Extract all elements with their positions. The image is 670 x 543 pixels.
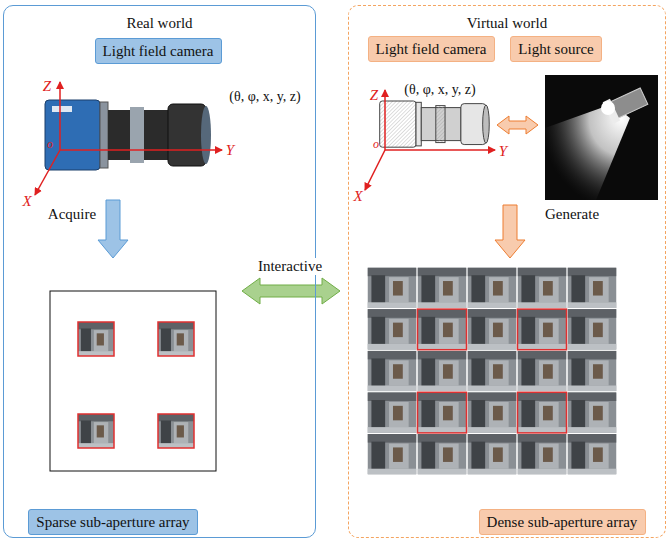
device-box: Light source	[510, 36, 602, 62]
sub-aperture-image	[568, 392, 617, 433]
sub-aperture-image	[568, 351, 617, 392]
axis-label: X	[22, 193, 31, 210]
view-highlight	[158, 414, 194, 448]
world-panel: Virtual worldLight field camera Light sou…	[348, 5, 666, 538]
coupling-arrow	[497, 116, 538, 134]
z-axis	[59, 82, 61, 150]
view-highlight	[78, 414, 114, 448]
box-label: Sparse sub-aperture array	[36, 513, 189, 531]
array-caption-box: Dense sub-aperture array	[479, 509, 646, 535]
sub-aperture-image	[418, 434, 467, 475]
sub-aperture-image	[568, 268, 617, 309]
sub-aperture-image	[78, 414, 114, 448]
sub-aperture-image	[468, 351, 517, 392]
z-axis	[384, 90, 386, 150]
flow-arrow	[98, 200, 128, 258]
device-box: Light field camera	[95, 38, 222, 64]
view-highlight	[78, 322, 114, 356]
y-axis	[60, 149, 222, 151]
pose-parameters: (θ, φ, x, y, z)	[404, 81, 475, 98]
axis-label: Z	[370, 87, 378, 104]
box-label: Light field camera	[103, 42, 214, 60]
pose-parameters: (θ, φ, x, y, z)	[229, 88, 300, 105]
array-caption-box: Sparse sub-aperture array	[28, 509, 198, 535]
axis-label: Z	[43, 78, 51, 95]
lamp-glow	[601, 101, 615, 115]
lens-hood	[168, 104, 206, 166]
origin-label: o	[47, 136, 53, 153]
sub-aperture-image	[518, 309, 567, 350]
sub-aperture-image	[418, 309, 467, 350]
flow-arrow	[495, 205, 525, 258]
sub-aperture-image	[468, 434, 517, 475]
box-label: Light source	[518, 40, 593, 58]
camera-front-plate	[416, 102, 421, 146]
sub-aperture-image	[368, 392, 417, 433]
coordinate-axes	[35, 82, 222, 195]
focus-ring	[436, 106, 445, 143]
sub-aperture-image	[468, 392, 517, 433]
coordinate-axes	[365, 90, 495, 190]
focus-ring	[130, 107, 144, 163]
sub-aperture-image	[418, 392, 467, 433]
array-frame	[50, 291, 216, 471]
process-label: Generate	[545, 206, 599, 223]
sub-aperture-image	[368, 351, 417, 392]
sub-aperture-image	[518, 392, 567, 433]
sub-aperture-image	[518, 351, 567, 392]
axis-label: Y	[499, 143, 507, 160]
sub-aperture-image	[468, 268, 517, 309]
camera-front-plate	[100, 102, 108, 168]
camera-model	[380, 101, 490, 147]
axis-label: X	[353, 188, 362, 205]
sub-aperture-image	[418, 351, 467, 392]
process-label: Interactive	[255, 258, 325, 275]
view-highlight	[518, 392, 567, 433]
x-axis	[35, 150, 60, 195]
camera-photo	[45, 100, 211, 170]
light-source-photo	[545, 75, 658, 200]
photo-background	[545, 75, 658, 200]
sub-aperture-image	[368, 268, 417, 309]
view-highlight	[418, 392, 467, 433]
interaction-arrow	[242, 278, 340, 304]
sub-aperture-image	[518, 434, 567, 475]
box-label: Dense sub-aperture array	[487, 513, 638, 531]
device-box: Light field camera	[368, 36, 495, 62]
process-label: Acquire	[48, 206, 96, 223]
sub-aperture-image	[368, 309, 417, 350]
y-axis	[385, 149, 495, 151]
sub-aperture-image	[78, 322, 114, 356]
view-highlight	[158, 322, 194, 356]
sub-aperture-image	[368, 434, 417, 475]
sub-aperture-image	[518, 268, 567, 309]
panel-title: Virtual world	[349, 14, 665, 32]
view-highlight	[518, 309, 567, 350]
camera-body	[45, 100, 100, 170]
origin-label: o	[373, 136, 379, 153]
camera-logo	[52, 106, 72, 112]
axis-label: Y	[226, 142, 234, 159]
dense-array-grid	[368, 268, 617, 475]
box-label: Light field camera	[376, 40, 487, 58]
sub-aperture-image	[568, 309, 617, 350]
view-highlight	[418, 309, 467, 350]
sub-aperture-image	[468, 309, 517, 350]
x-axis	[365, 150, 385, 190]
sub-aperture-image	[158, 322, 194, 356]
sub-aperture-image	[418, 268, 467, 309]
lens-glass	[201, 106, 211, 164]
panel-title: Real world	[4, 14, 315, 32]
sub-aperture-image	[568, 434, 617, 475]
lens-glass	[483, 105, 490, 143]
sub-aperture-image	[158, 414, 194, 448]
